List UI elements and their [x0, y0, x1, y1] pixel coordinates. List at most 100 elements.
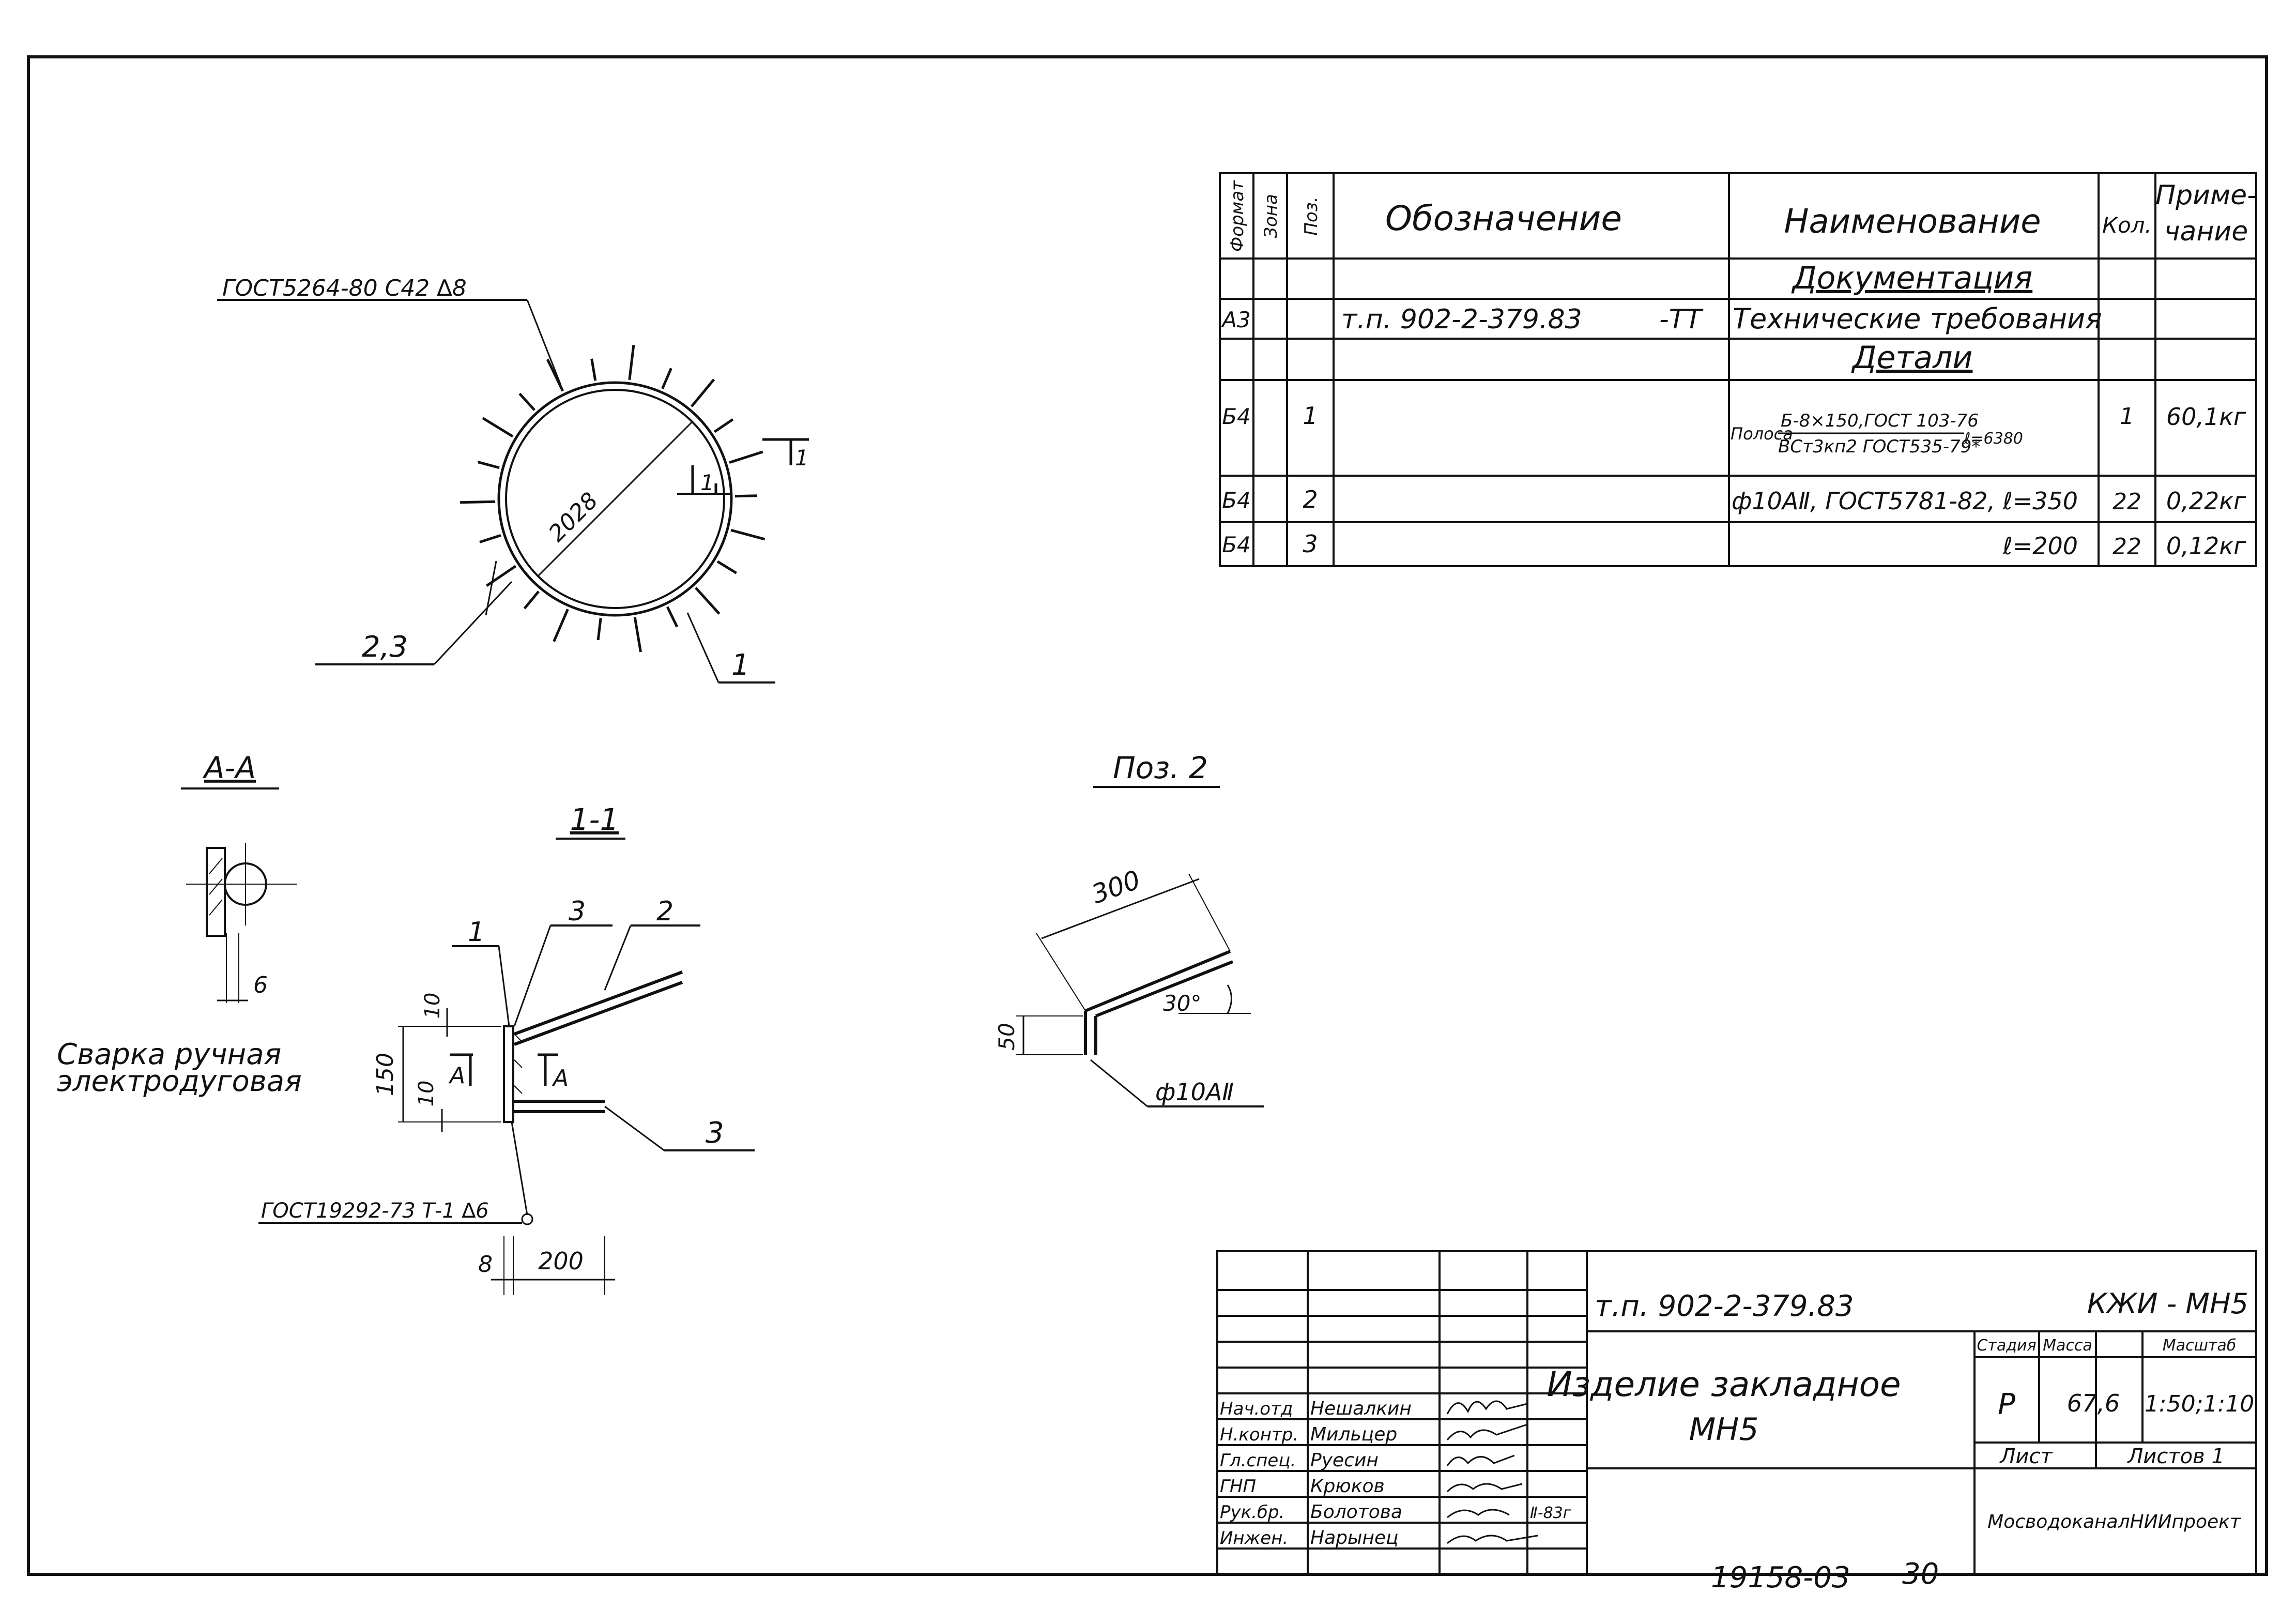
tb-stage: Р — [1998, 1388, 2015, 1421]
pos2-bar: ф10АⅡ — [1155, 1078, 1234, 1106]
title-block: т.п. 902-2-379.83 КЖИ - МН5 Изделие закл… — [1216, 1250, 2257, 1575]
radial-bar — [695, 587, 721, 615]
tb-title-line2: МН5 — [1689, 1411, 1758, 1448]
row-4-pos: 2 — [1303, 485, 1318, 513]
tb-scale-header: Масштаб — [2163, 1337, 2237, 1355]
tb-role-4: ГНП — [1220, 1476, 1256, 1497]
signatures — [1446, 1400, 1538, 1544]
tb-mark: КЖИ - МН5 — [2087, 1287, 2248, 1320]
row-5-name: ℓ=200 — [2002, 532, 2078, 560]
footer-number: 19158-03 — [1711, 1561, 1850, 1595]
row-3-name-top: Б-8×150,ГОСТ 103-76 — [1781, 411, 1979, 431]
header-zone: Зона — [1261, 194, 1281, 238]
tb-name-1: Нешалкин — [1310, 1398, 1412, 1419]
tb-title-line1: Изделие закладное — [1547, 1364, 1901, 1404]
cut-mark-right: 1 — [795, 445, 809, 470]
tb-role-5: Рук.бр. — [1220, 1502, 1284, 1523]
diameter-label: 2028 — [544, 488, 603, 547]
radial-bar — [628, 344, 635, 380]
header-format: Формат — [1227, 180, 1248, 252]
tb-role-2: Н.контр. — [1220, 1424, 1298, 1445]
pos2-dim-50: 50 — [994, 1023, 1019, 1050]
row-documentation-name: Документация — [1791, 260, 2032, 296]
diameter-line — [537, 420, 694, 578]
cut-a-left: А — [448, 1063, 465, 1089]
row-4-qty: 22 — [2113, 489, 2141, 515]
specification-table: Формат Зона Поз. Обозначение Наименовани… — [1219, 172, 2257, 567]
cut-a-right: А — [552, 1065, 569, 1091]
pos2-angle: 30° — [1163, 991, 1201, 1016]
tb-scale: 1:50;1:10 — [2145, 1391, 2254, 1417]
plan-pos-1: 1 — [731, 648, 750, 682]
radial-bar — [596, 618, 602, 641]
header-name: Наименование — [1784, 203, 2041, 241]
tb-mass: 67,6 — [2067, 1389, 2120, 1417]
row-5-pos: 3 — [1303, 530, 1318, 558]
radial-bar — [518, 392, 535, 411]
row-3-name-length: ℓ=6380 — [1964, 430, 2023, 448]
tb-role-1: Нач.отд — [1220, 1399, 1293, 1419]
cut-mark-left: 1 — [700, 470, 714, 495]
pos2-detail: Поз. 2 300 50 30° ф10АⅡ — [994, 750, 1264, 1107]
section-aa-title: А-А — [202, 750, 256, 785]
radial-bar — [553, 609, 569, 642]
radial-bar — [713, 418, 734, 433]
weld-text-line1: Сварка ручная — [57, 1038, 281, 1071]
radial-bar — [479, 534, 501, 543]
row-1-name: Технические требования — [1733, 302, 2102, 335]
radial-bar — [546, 358, 564, 392]
radial-bar — [590, 358, 597, 381]
dim-150: 150 — [372, 1053, 399, 1096]
dim-200: 200 — [538, 1247, 584, 1275]
row-details-name: Детали — [1851, 340, 1973, 376]
sheet-frame — [27, 55, 2268, 1576]
tb-sheets-header: Листов 1 — [2126, 1445, 2225, 1468]
radial-bar — [661, 368, 672, 389]
header-qty: Кол. — [2102, 213, 2152, 238]
row-1-designation: т.п. 902-2-379.83 — [1341, 304, 1582, 335]
tb-name-4: Крюков — [1310, 1476, 1385, 1497]
header-designation: Обозначение — [1385, 199, 1622, 238]
radial-bar — [460, 500, 496, 504]
row-4-format: Б4 — [1222, 488, 1251, 513]
row-3-pos: 1 — [1303, 402, 1318, 430]
tb-name-6: Нарынец — [1310, 1527, 1399, 1549]
radial-bar — [633, 617, 642, 652]
row-3-note: 60,1кг — [2166, 403, 2246, 431]
tb-sheet-header: Лист — [1999, 1445, 2053, 1468]
radial-bar — [482, 417, 514, 438]
tb-organization: МосводоканалНИИпроект — [1987, 1511, 2241, 1532]
plan-pos-23: 2,3 — [362, 630, 408, 664]
section-11: 1-1 3 1 3 2 150 10 10 — [258, 802, 755, 1295]
header-note-line1: Приме- — [2155, 180, 2257, 211]
section-11-title: 1-1 — [570, 802, 619, 837]
row-5-qty: 22 — [2113, 534, 2141, 560]
header-note-line2: чание — [2164, 216, 2248, 247]
section-11-weld-note: ГОСТ19292-73 Т-1 ∆6 — [261, 1199, 489, 1223]
section-11-pos-1: 1 — [468, 917, 485, 948]
row-3-qty: 1 — [2120, 403, 2134, 430]
header-pos: Поз. — [1301, 196, 1322, 235]
tb-role-6: Инжен. — [1220, 1528, 1288, 1549]
row-3-name-bottom: ВСт3кп2 ГОСТ535-79* — [1778, 436, 1980, 457]
dim-10-top: 10 — [421, 993, 445, 1019]
row-4-name: ф10АⅡ, ГОСТ5781-82, ℓ=350 — [1732, 487, 2078, 515]
section-11-pos-3: 3 — [706, 1116, 724, 1150]
row-5-note: 0,12кг — [2166, 532, 2246, 560]
tb-stage-header: Стадия — [1977, 1337, 2036, 1355]
row-1-format: А3 — [1220, 307, 1250, 332]
radial-bar — [666, 606, 679, 628]
radial-bar — [690, 378, 715, 407]
tb-name-5: Болотова — [1310, 1501, 1402, 1523]
dim-8: 8 — [478, 1251, 493, 1278]
section-11-pos-3-top: 3 — [569, 896, 586, 927]
pos2-title: Поз. 2 — [1113, 750, 1208, 785]
radial-bar — [729, 450, 763, 464]
plan-weld-note: ГОСТ5264-80 С42 ∆8 — [222, 275, 467, 301]
row-5-format: Б4 — [1222, 532, 1251, 557]
weld-text-line2: электродуговая — [57, 1065, 302, 1098]
tb-name-3: Руесин — [1310, 1450, 1379, 1471]
tb-mass-header: Масса — [2043, 1337, 2092, 1355]
radial-bar — [523, 590, 540, 610]
section-11-pos-2: 2 — [656, 896, 674, 927]
